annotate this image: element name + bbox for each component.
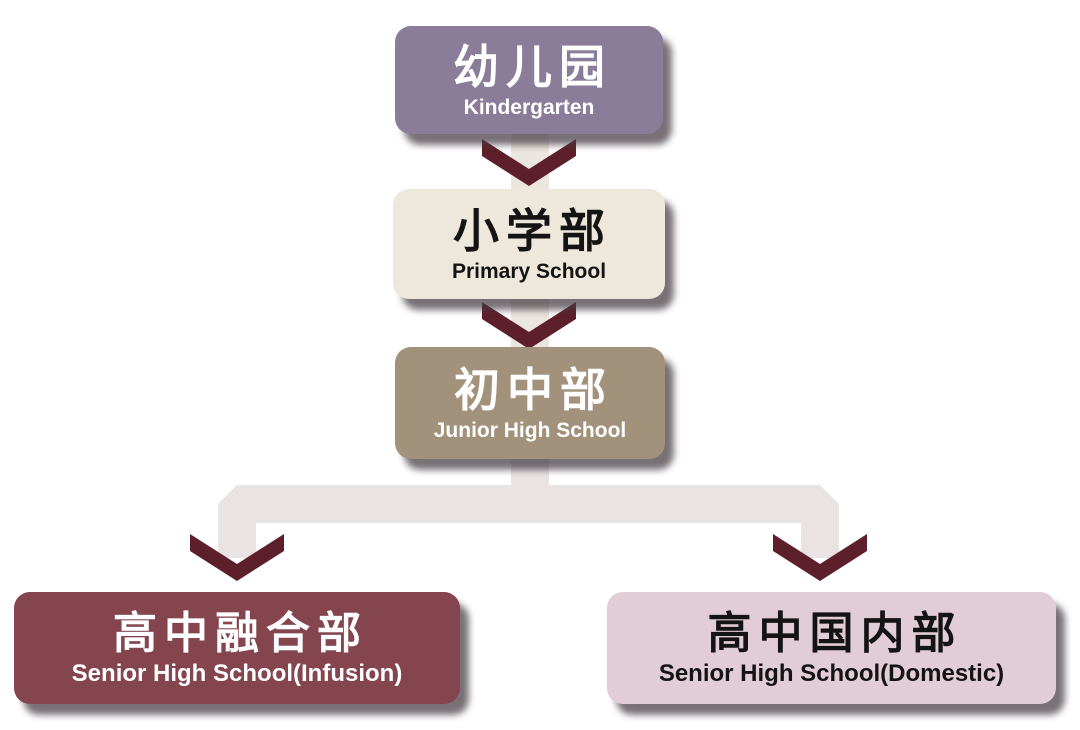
node-primary-title-en: Primary School: [451, 259, 607, 283]
node-senior-high-infusion: 高中融合部 Senior High School(Infusion): [14, 592, 460, 704]
node-domestic-title-zh: 高中国内部: [707, 607, 963, 659]
node-junior-title-en: Junior High School: [433, 418, 627, 442]
node-junior-title-zh: 初中部: [454, 363, 613, 417]
node-junior-high: 初中部 Junior High School: [395, 347, 665, 459]
arrow-down-icon: [773, 534, 867, 581]
arrow-down-icon: [190, 534, 284, 581]
node-primary-title-zh: 小学部: [453, 204, 612, 258]
node-infusion-title-en: Senior High School(Infusion): [71, 660, 403, 688]
node-kindergarten-title-zh: 幼儿园: [453, 40, 612, 94]
branch-bar: [218, 485, 839, 558]
arrow-down-icon: [482, 139, 576, 186]
node-primary-school: 小学部 Primary School: [393, 189, 665, 299]
node-senior-high-domestic: 高中国内部 Senior High School(Domestic): [607, 592, 1056, 704]
arrow-down-icon: [482, 302, 576, 349]
node-kindergarten-title-en: Kindergarten: [463, 95, 595, 119]
node-kindergarten: 幼儿园 Kindergarten: [395, 26, 663, 134]
node-domestic-title-en: Senior High School(Domestic): [658, 660, 1005, 688]
node-infusion-title-zh: 高中融合部: [113, 607, 368, 659]
